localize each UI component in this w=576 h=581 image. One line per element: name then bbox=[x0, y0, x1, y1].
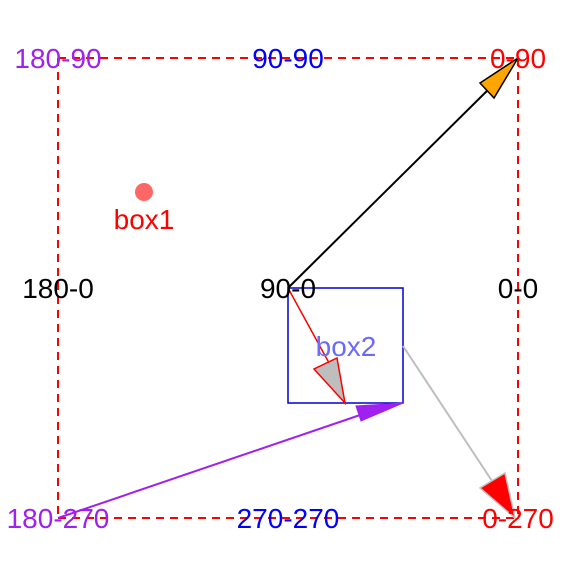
label-box1: box1 bbox=[114, 204, 175, 235]
arrow-purple-line bbox=[57, 412, 367, 519]
box1-dot bbox=[135, 183, 153, 201]
arrow-red-line bbox=[287, 287, 335, 373]
arrow-black-line bbox=[287, 79, 499, 289]
label-mid-left: 180-0 bbox=[22, 273, 94, 304]
label-top-center: 90-90 bbox=[252, 43, 324, 74]
arrow-purple-head bbox=[355, 402, 404, 422]
label-bottom-center: 270-270 bbox=[237, 503, 340, 534]
label-bottom-right: 0-270 bbox=[482, 503, 554, 534]
label-box2: box2 bbox=[316, 331, 377, 362]
label-top-left: 180-90 bbox=[14, 43, 101, 74]
label-mid-right: 0-0 bbox=[498, 273, 538, 304]
label-bottom-left: 180-270 bbox=[7, 503, 110, 534]
arrow-gray-head bbox=[312, 356, 347, 406]
arrow-red-head bbox=[478, 471, 517, 521]
arrow-gray-line bbox=[402, 345, 495, 485]
label-center: 90-0 bbox=[260, 273, 316, 304]
label-top-right: 0-90 bbox=[490, 43, 546, 74]
arrow-orange-head bbox=[478, 57, 519, 100]
